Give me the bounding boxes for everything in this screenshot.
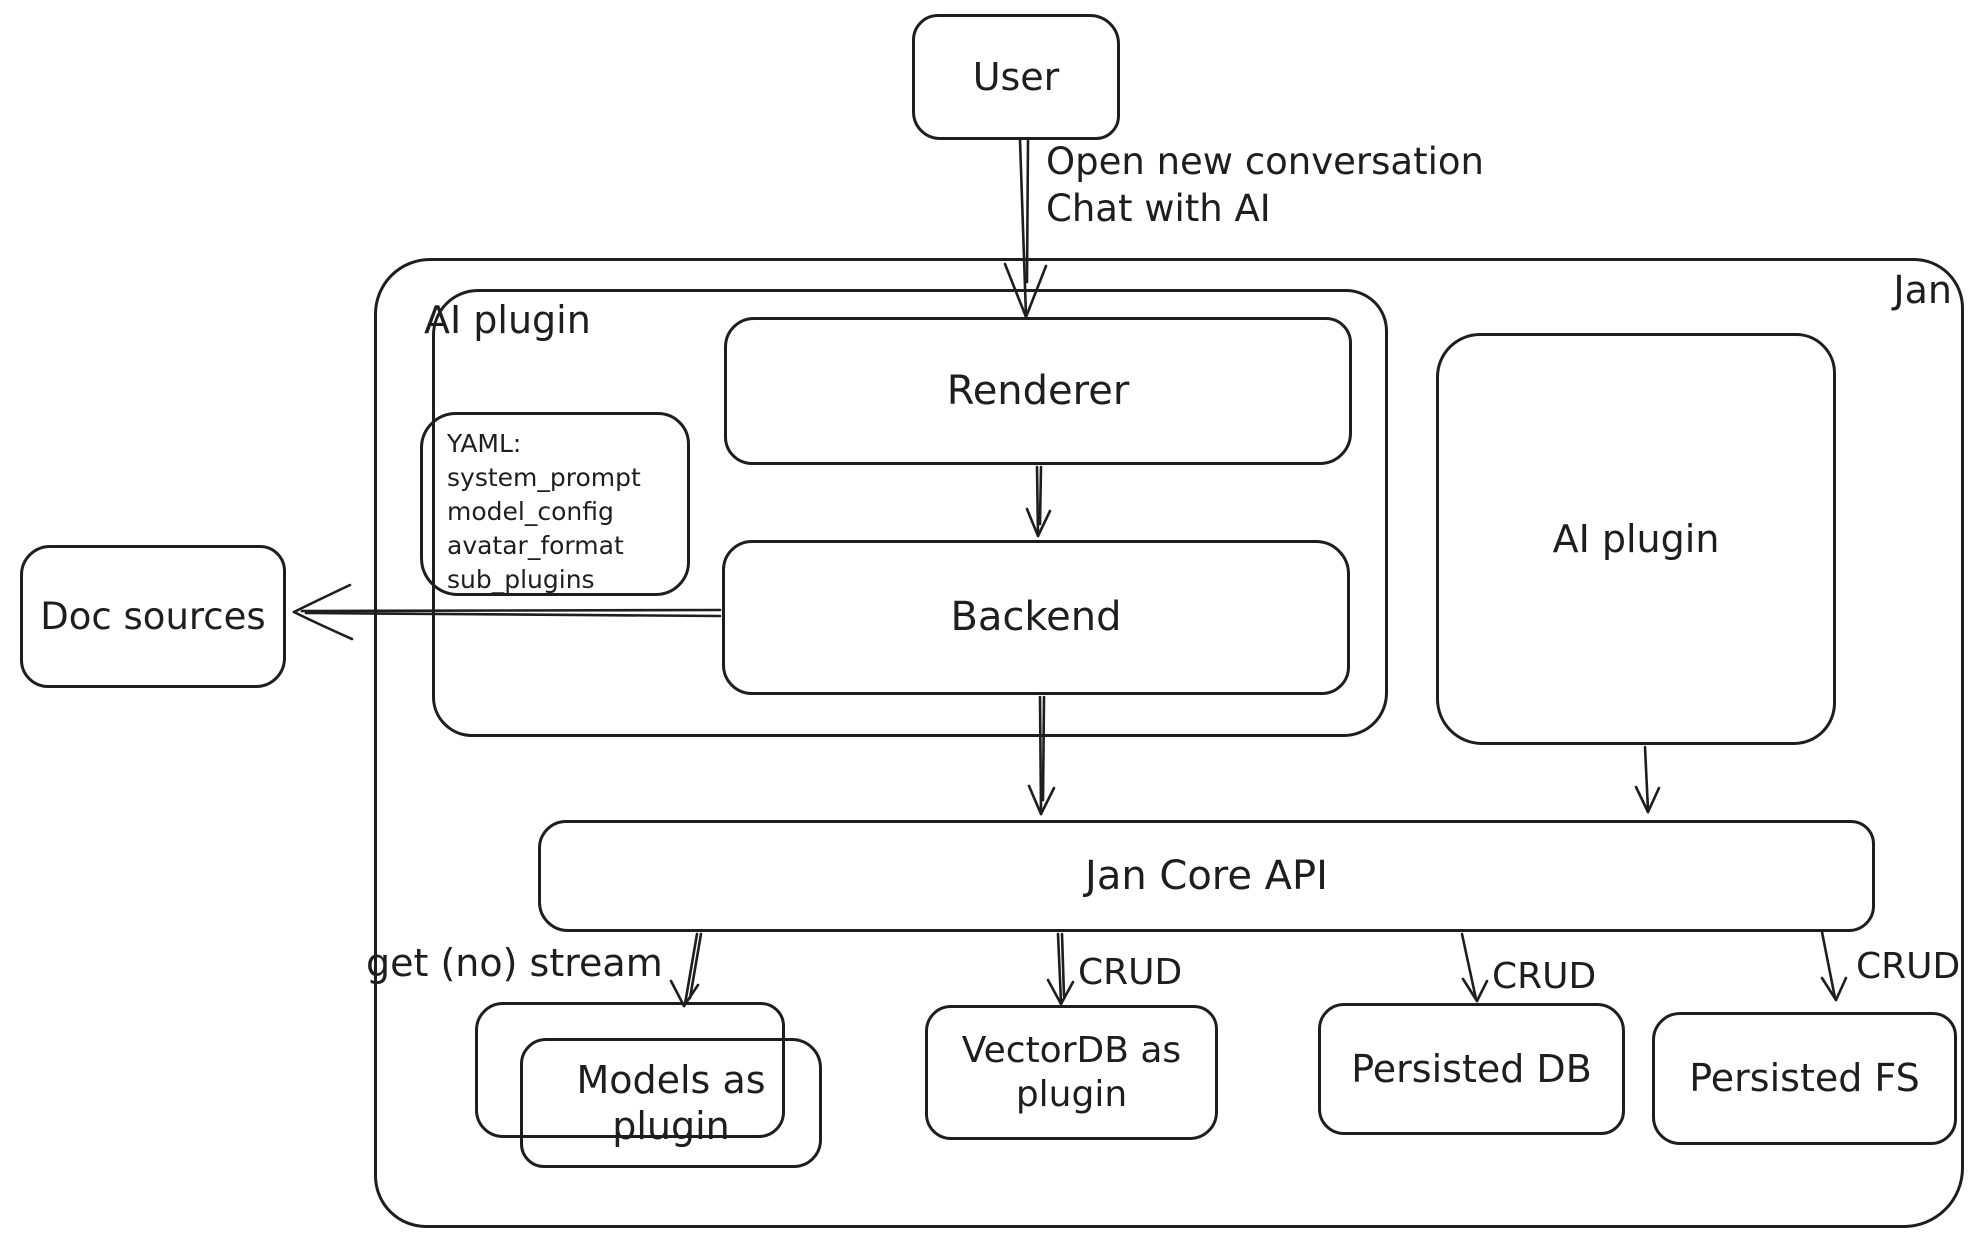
node-vectordb-plugin-label: VectorDB as plugin (961, 1029, 1182, 1115)
node-models-plugin: Models as plugin (520, 1038, 822, 1168)
node-models-plugin-back-box (475, 1002, 785, 1138)
edge-label-crud-vectordb: CRUD (1078, 952, 1183, 993)
node-jan-core-api: Jan Core API (538, 820, 1875, 932)
node-jan-container (374, 258, 1964, 1228)
edge-label-user-to-renderer: Open new conversation Chat with AI (1046, 140, 1484, 231)
node-renderer-label: Renderer (946, 367, 1130, 414)
node-persisted-db: Persisted DB (1318, 1003, 1625, 1135)
node-ai-plugin-right-label: AI plugin (1552, 516, 1720, 561)
node-doc-sources-label: Doc sources (40, 594, 266, 638)
node-yaml-note: YAML: system_prompt model_config avatar_… (420, 412, 690, 596)
node-models-plugin-label: Models as plugin (576, 1057, 766, 1148)
node-jan-core-api-label: Jan Core API (1085, 852, 1328, 899)
node-ai-plugin-left-frame (432, 289, 1388, 737)
node-persisted-fs-label: Persisted FS (1689, 1056, 1920, 1101)
node-doc-sources: Doc sources (20, 545, 286, 688)
node-backend: Backend (722, 540, 1350, 695)
node-ai-plugin-right: AI plugin (1436, 333, 1836, 745)
node-user-label: User (972, 54, 1060, 99)
node-renderer: Renderer (724, 317, 1352, 465)
node-user: User (912, 14, 1120, 140)
node-ai-plugin-left-label: AI plugin (424, 298, 591, 342)
node-yaml-note-text: YAML: system_prompt model_config avatar_… (447, 429, 641, 594)
edge-label-crud-persisted-db: CRUD (1492, 956, 1597, 997)
edge-label-get-no-stream: get (no) stream (366, 941, 663, 985)
node-jan-label: Jan (1893, 268, 1952, 312)
node-persisted-db-label: Persisted DB (1351, 1046, 1592, 1091)
edge-label-crud-persisted-fs: CRUD (1856, 946, 1961, 987)
node-backend-label: Backend (950, 594, 1122, 641)
node-persisted-fs: Persisted FS (1652, 1012, 1957, 1145)
node-vectordb-plugin: VectorDB as plugin (925, 1005, 1218, 1140)
